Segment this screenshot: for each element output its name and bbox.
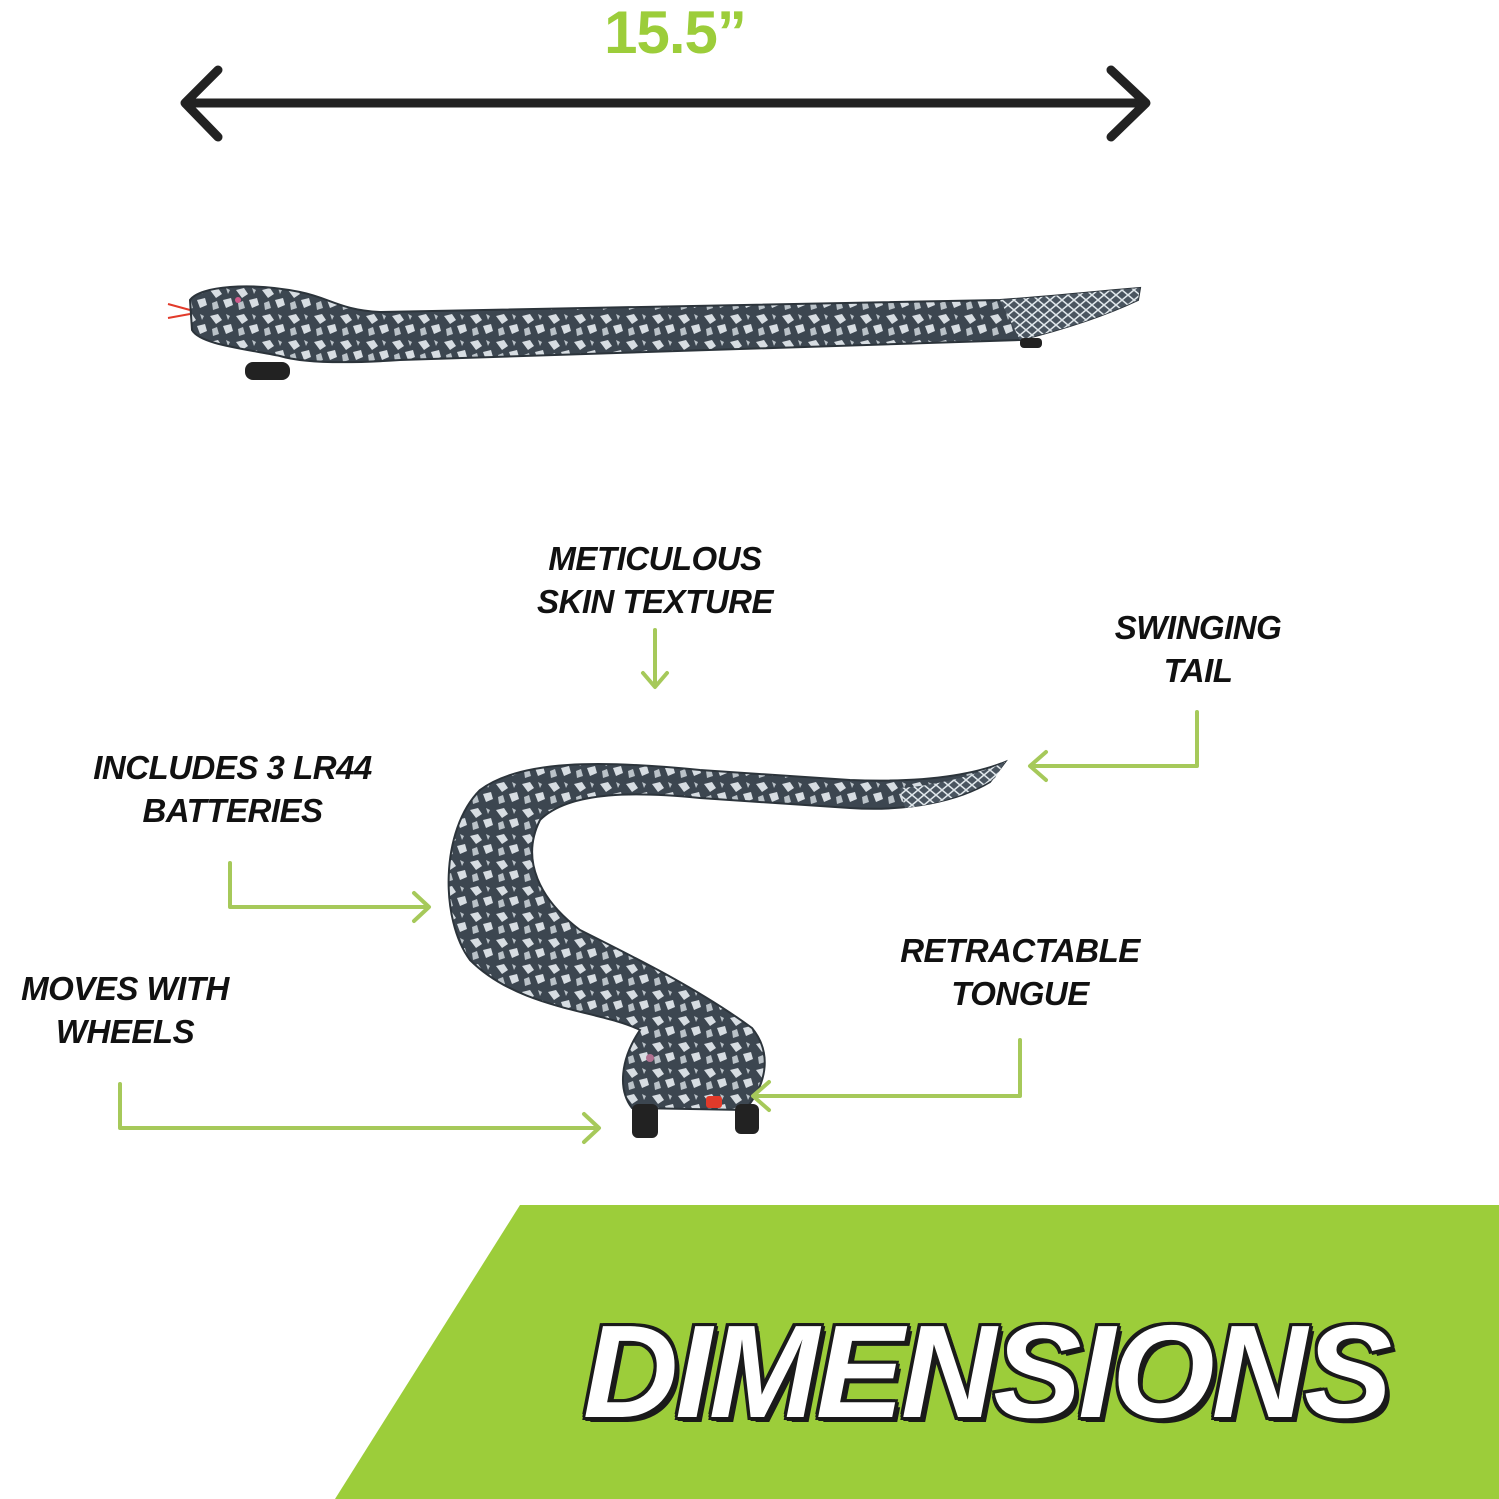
dimension-arrow xyxy=(180,65,1151,142)
banner-background xyxy=(335,1205,1499,1499)
callout-retractable-tongue: RETRACTABLE TONGUE xyxy=(870,929,1170,1015)
callout-arrows xyxy=(118,628,1199,1144)
callout-batteries-line-2: BATTERIES xyxy=(142,792,323,829)
callout-batteries: INCLUDES 3 LR44 BATTERIES xyxy=(55,746,410,832)
length-measurement-label: 15.5” xyxy=(604,0,747,66)
callout-tongue-line-2: TONGUE xyxy=(951,975,1089,1012)
callout-tail-line-2: TAIL xyxy=(1163,652,1233,689)
callout-swinging-tail: SWINGING TAIL xyxy=(1080,606,1316,692)
callout-skin-texture-line-1: METICULOUS xyxy=(548,540,762,577)
banner-title: DIMENSIONS xyxy=(582,1298,1392,1445)
callout-batteries-line-1: INCLUDES 3 LR44 xyxy=(93,749,372,786)
callout-tongue-line-1: RETRACTABLE xyxy=(900,932,1140,969)
callout-wheels-line-2: WHEELS xyxy=(55,1013,195,1050)
callout-skin-texture: METICULOUS SKIN TEXTURE xyxy=(505,537,805,623)
callout-tail-line-1: SWINGING xyxy=(1114,609,1282,646)
callout-wheels-line-1: MOVES WITH xyxy=(21,970,229,1007)
callout-skin-texture-line-2: SKIN TEXTURE xyxy=(536,583,774,620)
callout-wheels: MOVES WITH WHEELS xyxy=(0,967,250,1053)
snake-side-view xyxy=(167,285,1142,380)
snake-curved-view xyxy=(447,759,1008,1138)
